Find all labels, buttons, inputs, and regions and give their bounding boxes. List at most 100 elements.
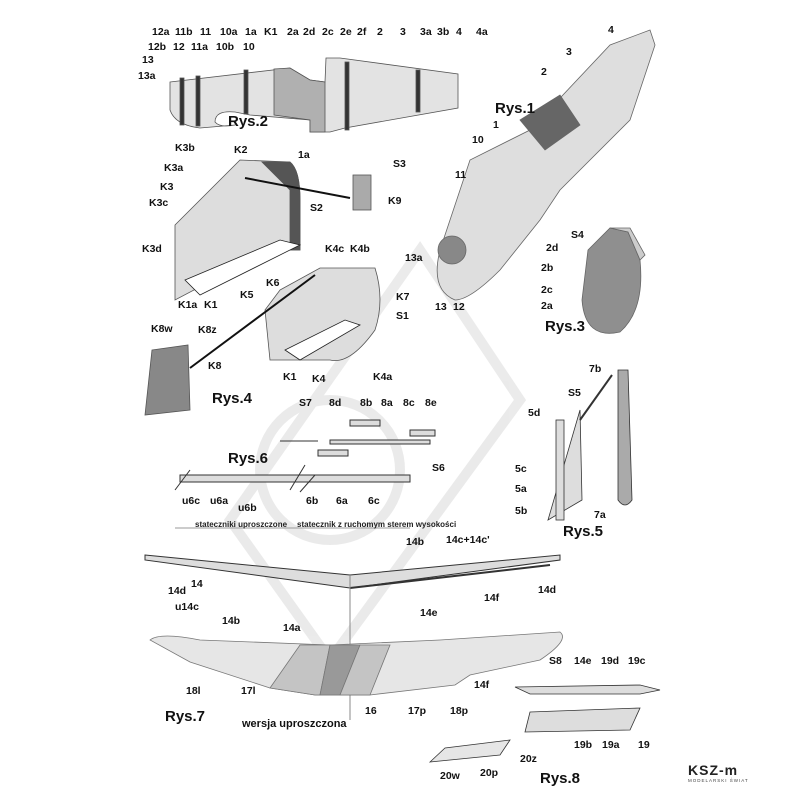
part-label: 12 xyxy=(173,41,185,53)
part-label: S4 xyxy=(571,229,584,241)
part-label: 2a xyxy=(287,26,299,38)
part-label: K5 xyxy=(240,289,254,301)
part-label: 14d xyxy=(538,584,557,596)
part-label: K1 xyxy=(283,371,297,383)
part-label: S3 xyxy=(393,158,406,170)
part-label: 2d xyxy=(303,26,316,38)
part-label: 1a xyxy=(245,26,257,38)
part-label: 17l xyxy=(241,685,256,697)
part-label: 20p xyxy=(480,767,499,779)
part-label: 6a xyxy=(336,495,348,507)
part-label: 2c xyxy=(322,26,334,38)
part-label: 3 xyxy=(566,46,572,58)
part-label: 11b xyxy=(175,26,193,38)
part-label: S6 xyxy=(432,462,445,474)
part-label: 10 xyxy=(243,41,255,53)
part-label: 5c xyxy=(515,463,527,475)
part-label: 2 xyxy=(377,26,383,38)
rys1-title: Rys.1 xyxy=(495,100,536,117)
publisher-subtitle: MODELARSKI ŚWIAT xyxy=(688,778,749,783)
part-label: u6b xyxy=(238,502,257,514)
part-label: S8 xyxy=(549,655,562,667)
part-label: K4 xyxy=(312,373,326,385)
part-label: K4a xyxy=(373,371,393,383)
part-label: 19 xyxy=(638,739,650,751)
rys2-fuselage xyxy=(169,57,459,133)
part-label: 13a xyxy=(138,70,156,82)
part-label: 16 xyxy=(365,705,377,717)
rys5-fin xyxy=(547,369,633,521)
rys7-wing xyxy=(149,631,563,696)
part-label: 14e xyxy=(420,607,438,619)
part-label: 4 xyxy=(608,24,614,36)
part-label: 4a xyxy=(476,26,488,38)
part-label: 5b xyxy=(515,505,528,517)
part-label: 2d xyxy=(546,242,559,254)
part-label: 10b xyxy=(216,41,235,53)
part-label: 12b xyxy=(148,41,167,53)
part-label: 12 xyxy=(453,301,465,313)
part-label: K2 xyxy=(234,144,248,156)
part-label: 3a xyxy=(420,26,432,38)
part-label: 13 xyxy=(435,301,447,313)
part-label: 18l xyxy=(186,685,201,697)
part-label: u6c xyxy=(182,495,201,507)
part-label: 8a xyxy=(381,397,393,409)
rys6-stabilizer xyxy=(174,419,436,529)
part-label: K4c xyxy=(325,243,345,255)
part-label: K7 xyxy=(396,291,410,303)
part-label: 8c xyxy=(403,397,415,409)
rys3-title: Rys.3 xyxy=(545,318,586,335)
movable-elevator-note: statecznik z ruchomym sterem wysokości xyxy=(297,520,457,529)
part-label: 7a xyxy=(594,509,606,521)
part-label: 14f xyxy=(474,679,490,691)
part-label: 5d xyxy=(528,407,541,419)
rys4-cockpit xyxy=(144,159,381,416)
part-label: 14c+14c' xyxy=(446,534,490,546)
part-label: K9 xyxy=(388,195,402,207)
part-label: K8w xyxy=(151,323,173,335)
part-label: 3 xyxy=(400,26,406,38)
part-label: 14e xyxy=(574,655,592,667)
part-label: 14d xyxy=(168,585,187,597)
part-label: 6c xyxy=(368,495,380,507)
part-label: 2 xyxy=(541,66,547,78)
rys6-title: Rys.6 xyxy=(228,450,269,467)
part-label: 14a xyxy=(283,622,301,634)
part-label: S7 xyxy=(299,397,312,409)
part-label: 19b xyxy=(574,739,593,751)
part-label: u6a xyxy=(210,495,229,507)
part-label: K3 xyxy=(160,181,174,193)
rys5-title: Rys.5 xyxy=(563,523,604,540)
simplified-stabilizers-note: stateczniki uproszczone xyxy=(195,520,288,529)
part-label: 11 xyxy=(200,26,212,38)
part-label: 19c xyxy=(628,655,646,667)
part-label: K1a xyxy=(178,299,198,311)
part-label: K3a xyxy=(164,162,184,174)
part-label: K4b xyxy=(350,243,370,255)
part-label: 7b xyxy=(589,363,602,375)
part-label: 20z xyxy=(520,753,537,765)
part-label: 19d xyxy=(601,655,620,667)
part-label: K8 xyxy=(208,360,222,372)
part-label: 2f xyxy=(357,26,367,38)
part-label: 18p xyxy=(450,705,469,717)
part-label: 14b xyxy=(222,615,241,627)
rys1-fuselage xyxy=(436,29,656,301)
part-label: 5a xyxy=(515,483,527,495)
part-label: K3d xyxy=(142,243,162,255)
rys8-title: Rys.8 xyxy=(540,770,581,787)
part-label: 11 xyxy=(455,169,467,181)
part-label: 8e xyxy=(425,397,437,409)
part-label: 4 xyxy=(456,26,462,38)
rys2-title: Rys.2 xyxy=(228,113,269,130)
part-label: 1 xyxy=(493,119,499,131)
part-label: S5 xyxy=(568,387,581,399)
part-label: S2 xyxy=(310,202,323,214)
part-label: K8z xyxy=(198,324,217,336)
part-label: 20w xyxy=(440,770,460,782)
part-label: 8d xyxy=(329,397,342,409)
rys8-parts xyxy=(428,684,661,763)
